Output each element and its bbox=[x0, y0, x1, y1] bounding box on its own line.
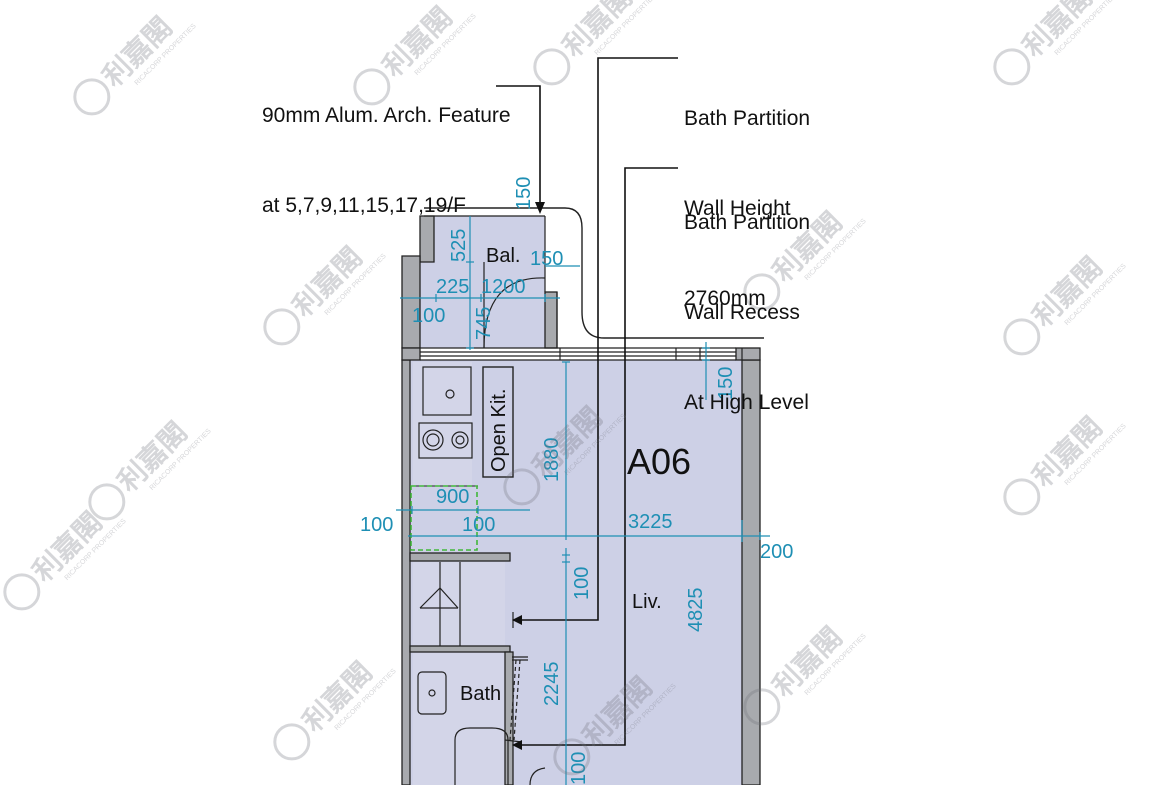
room-labels: A06 Bal. Open Kit. Liv. Bath bbox=[460, 245, 691, 705]
balcony-label: Bal. bbox=[486, 245, 520, 267]
sink-drain bbox=[445, 389, 455, 399]
partition-recess-note: Bath Partition Wall Recess At High Level bbox=[684, 148, 810, 478]
room-fills bbox=[410, 216, 742, 785]
dimension-labels: 150 525 150 225 1200 100 745 150 1880 90… bbox=[360, 177, 793, 785]
toilet-outline bbox=[454, 727, 509, 785]
watermark-circle bbox=[263, 308, 301, 346]
kitchen-bath-divider bbox=[409, 552, 511, 562]
dim-kit-100-left: 100 bbox=[360, 514, 393, 536]
watermark-circle bbox=[553, 738, 591, 776]
dim-bal-1200: 1200 bbox=[481, 276, 526, 298]
kitchen-counter-fill bbox=[413, 362, 472, 486]
partition-recess-line2: Wall Recess bbox=[684, 301, 800, 324]
unit-label: A06 bbox=[627, 441, 691, 482]
partition-recess-leader bbox=[522, 167, 678, 746]
dim-bal-150-side: 150 bbox=[530, 248, 563, 270]
watermark-circle bbox=[273, 723, 311, 761]
watermark-circle bbox=[1003, 478, 1041, 516]
watermark-circle bbox=[353, 68, 391, 106]
shower-fill bbox=[413, 562, 505, 650]
arch-feature-note: 90mm Alum. Arch. Feature at 5,7,9,11,15,… bbox=[262, 41, 511, 281]
left-wall bbox=[401, 359, 411, 785]
bath-label: Bath bbox=[460, 683, 501, 705]
watermark-circle bbox=[533, 48, 571, 86]
dim-liv-150: 150 bbox=[715, 367, 737, 400]
walls bbox=[401, 215, 761, 785]
dim-bal-100: 100 bbox=[412, 305, 445, 327]
dim-bal-525: 525 bbox=[448, 229, 470, 262]
dim-wall-200: 200 bbox=[760, 541, 793, 563]
basin-outline bbox=[417, 671, 447, 715]
wall-column-left bbox=[401, 347, 421, 361]
dim-depth-4825: 4825 bbox=[685, 588, 707, 633]
hob-outline bbox=[418, 422, 473, 459]
dim-bal-225: 225 bbox=[436, 276, 469, 298]
shower-bath-divider bbox=[409, 645, 511, 653]
dim-bottom-100: 100 bbox=[568, 752, 590, 785]
partition-recess-line1: Bath Partition bbox=[684, 211, 811, 234]
partition-height-leader bbox=[522, 57, 678, 621]
balcony-right-post bbox=[544, 291, 558, 349]
partition-height-line1: Bath Partition bbox=[684, 107, 811, 130]
watermark-circle bbox=[88, 483, 126, 521]
watermark-circle bbox=[743, 688, 781, 726]
dim-kit-1880: 1880 bbox=[541, 438, 563, 483]
kitchen-zone-dashed bbox=[410, 485, 478, 551]
sink-outline bbox=[422, 366, 472, 416]
arch-feature-line2: at 5,7,9,11,15,17,19/F bbox=[262, 194, 466, 217]
partition-height-line3: 2760mm bbox=[684, 287, 766, 310]
arch-feature-line1: 90mm Alum. Arch. Feature bbox=[262, 104, 511, 127]
dim-width-3225: 3225 bbox=[628, 511, 673, 533]
dimension-lines bbox=[396, 216, 770, 785]
bath-partition-wall bbox=[504, 651, 514, 785]
dim-kit-100-right: 100 bbox=[462, 514, 495, 536]
kitchen-label: Open Kit. bbox=[488, 389, 510, 472]
partition-height-line2: Wall Height bbox=[684, 197, 791, 220]
dim-bath-100: 100 bbox=[571, 567, 593, 600]
watermark-circle bbox=[73, 78, 111, 116]
leader-lines bbox=[496, 57, 678, 746]
leader-arrows bbox=[512, 202, 545, 750]
arch-feature-outline bbox=[424, 207, 764, 339]
watermark-circle bbox=[1003, 318, 1041, 356]
balcony-fill bbox=[410, 216, 545, 348]
dim-kit-900: 900 bbox=[436, 486, 469, 508]
arch-feature-leader bbox=[496, 85, 541, 204]
watermark-circle bbox=[503, 468, 541, 506]
watermark-circle bbox=[993, 48, 1031, 86]
partition-height-note: Bath Partition Wall Height 2760mm bbox=[684, 44, 810, 374]
open-kitchen-box bbox=[482, 366, 514, 478]
facade bbox=[420, 207, 764, 361]
living-label: Liv. bbox=[632, 591, 662, 613]
bath-fill bbox=[413, 650, 505, 785]
balcony-door bbox=[483, 262, 546, 349]
dim-bal-745: 745 bbox=[473, 307, 495, 340]
watermark-circle bbox=[3, 573, 41, 611]
bath-fittings bbox=[417, 562, 546, 785]
dim-bal-150-top: 150 bbox=[513, 177, 535, 210]
dim-bath-2245: 2245 bbox=[541, 662, 563, 707]
watermark-circle bbox=[743, 273, 781, 311]
partition-recess-line3: At High Level bbox=[684, 391, 809, 414]
